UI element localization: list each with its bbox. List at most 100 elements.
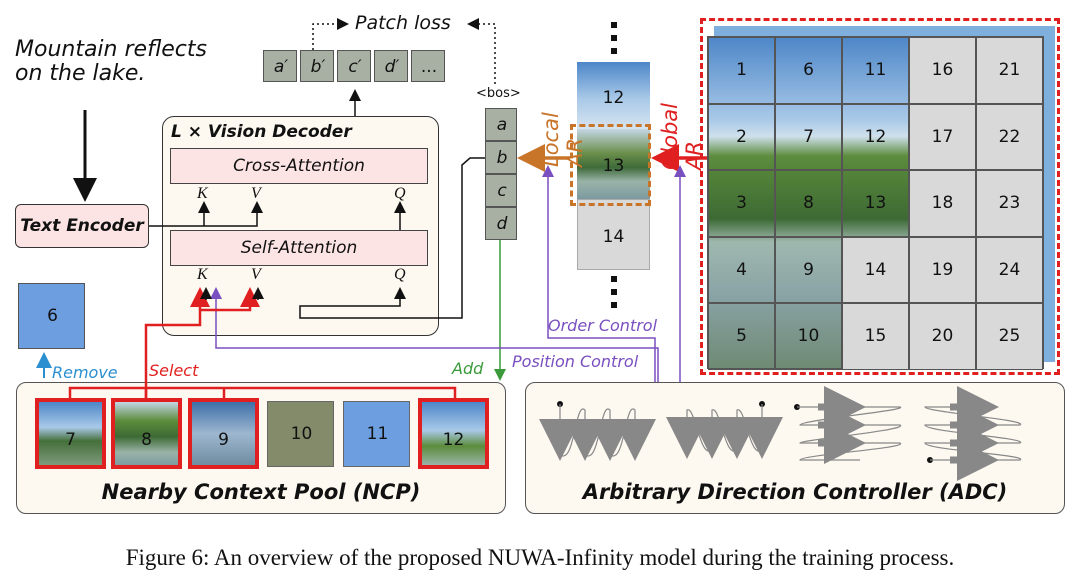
ncp-patch: 8 — [111, 398, 182, 469]
grid-cell: 17 — [909, 103, 976, 170]
grid-cell-label: 5 — [736, 326, 747, 346]
ncp-patch: 7 — [35, 398, 106, 469]
grid-cell-label: 15 — [864, 326, 887, 346]
add-label: Add — [452, 359, 484, 378]
grid-cell: 21 — [976, 37, 1043, 104]
local-ar-label: Local AR — [539, 112, 587, 167]
grid-cell: 11 — [842, 37, 909, 104]
token-cell: d — [485, 207, 517, 240]
predicted-token-row: a′ b′ c′ d′ ... — [263, 50, 453, 84]
grid-cell-label: 25 — [998, 326, 1021, 346]
grid-cell: 13 — [842, 170, 909, 237]
vision-decoder-title: L × Vision Decoder — [171, 122, 352, 142]
grid-cell: 23 — [976, 170, 1043, 237]
predicted-token: d′ — [374, 50, 408, 82]
figure-caption: Figure 6: An overview of the proposed NU… — [125, 545, 955, 570]
token-cell: a — [485, 108, 517, 141]
grid-cell: 15 — [842, 303, 909, 370]
ncp-patch-label: 10 — [290, 424, 313, 444]
global-grid-border — [700, 18, 1060, 375]
local-patch-label: 14 — [602, 227, 625, 247]
token-label: d — [496, 214, 508, 234]
grid-cell-label: 12 — [864, 126, 887, 147]
text-encoder-box: Text Encoder — [15, 204, 149, 248]
grid-cell: 9 — [775, 236, 842, 303]
ncp-patch: 11 — [343, 401, 410, 467]
token-cell: b — [485, 141, 517, 174]
text-encoder-label: Text Encoder — [20, 216, 144, 236]
patch-loss-arrow-right — [467, 18, 496, 84]
ncp-title: Nearby Context Pool (NCP) — [101, 480, 421, 504]
predicted-token: b′ — [300, 50, 334, 82]
sequence-ellipsis-bottom — [611, 276, 617, 308]
predicted-token-label: b′ — [310, 57, 326, 77]
grid-cell-label: 6 — [803, 60, 814, 80]
grid-cell-label: 13 — [864, 193, 887, 213]
self-q-label: Q — [394, 266, 406, 283]
grid-cell-label: 4 — [736, 259, 747, 280]
grid-cell-label: 21 — [998, 60, 1021, 80]
cross-q-label: Q — [394, 185, 406, 202]
adc-title: Arbitrary Direction Controller (ADC) — [582, 480, 1008, 504]
token-label: c — [497, 181, 507, 201]
patch-loss-arrow-left — [312, 18, 349, 50]
grid-cell: 8 — [775, 170, 842, 237]
grid-cell: 2 — [708, 103, 775, 170]
position-control-label: Position Control — [512, 352, 639, 371]
ncp-patch: 10 — [267, 401, 334, 467]
removed-patch: 6 — [18, 283, 85, 349]
ncp-patch-label: 8 — [141, 430, 152, 450]
self-attention-label: Self-Attention — [240, 238, 358, 258]
grid-cell: 1 — [708, 37, 775, 104]
predicted-token: ... — [411, 50, 445, 82]
predicted-token: a′ — [263, 50, 297, 82]
grid-cell-label: 1 — [736, 60, 747, 80]
token-label: a — [496, 115, 508, 135]
bos-label: <bos> — [476, 86, 521, 101]
cross-v-label: V — [251, 185, 261, 202]
grid-cell: 5 — [708, 303, 775, 370]
patch-loss-label: Patch loss — [355, 12, 451, 34]
grid-cell: 3 — [708, 170, 775, 237]
self-v-label: V — [251, 266, 261, 283]
grid-cell: 24 — [976, 236, 1043, 303]
order-control-label: Order Control — [548, 316, 658, 335]
ncp-patch: 9 — [188, 398, 259, 469]
grid-cell-label: 10 — [797, 326, 820, 346]
grid-cell: 16 — [909, 37, 976, 104]
predicted-token: c′ — [337, 50, 371, 82]
grid-cell-label: 9 — [803, 259, 814, 280]
grid-cell-label: 19 — [931, 259, 954, 280]
ncp-patches: 7 8 9 10 11 12 — [35, 398, 495, 470]
grid-cell-label: 18 — [931, 193, 954, 213]
select-label: Select — [149, 361, 199, 380]
grid-cell-label: 8 — [803, 193, 814, 213]
prompt-text: Mountain reflects on the lake. — [15, 38, 207, 86]
grid-cell-label: 23 — [998, 193, 1021, 213]
grid-cell-label: 14 — [864, 259, 887, 280]
grid-cell-label: 22 — [998, 126, 1021, 147]
grid-cell: 12 — [842, 103, 909, 170]
ncp-patch-label: 9 — [218, 430, 229, 450]
predicted-token-label: d′ — [384, 57, 400, 77]
remove-label: Remove — [52, 363, 118, 382]
prompt-line-1: Mountain reflects — [15, 37, 207, 62]
grid-cell-label: 2 — [736, 126, 747, 147]
grid-cell-label: 20 — [931, 326, 954, 346]
ncp-patch: 12 — [418, 398, 489, 469]
grid-cell-label: 24 — [998, 259, 1021, 280]
grid-cell-label: 17 — [931, 126, 954, 147]
grid-cell-label: 3 — [736, 193, 747, 213]
ncp-patch-label: 7 — [65, 430, 76, 450]
grid-cell: 19 — [909, 236, 976, 303]
token-label: b — [496, 148, 508, 168]
local-patch-label: 12 — [602, 88, 625, 108]
grid-cell-label: 7 — [803, 126, 814, 147]
cross-attention-box: Cross-Attention — [170, 148, 428, 184]
local-patch-12 — [577, 62, 650, 129]
prompt-line-2: on the lake. — [15, 61, 146, 86]
grid-cell: 14 — [842, 236, 909, 303]
removed-patch-label: 6 — [47, 306, 58, 326]
grid-cell-label: 16 — [931, 60, 954, 80]
